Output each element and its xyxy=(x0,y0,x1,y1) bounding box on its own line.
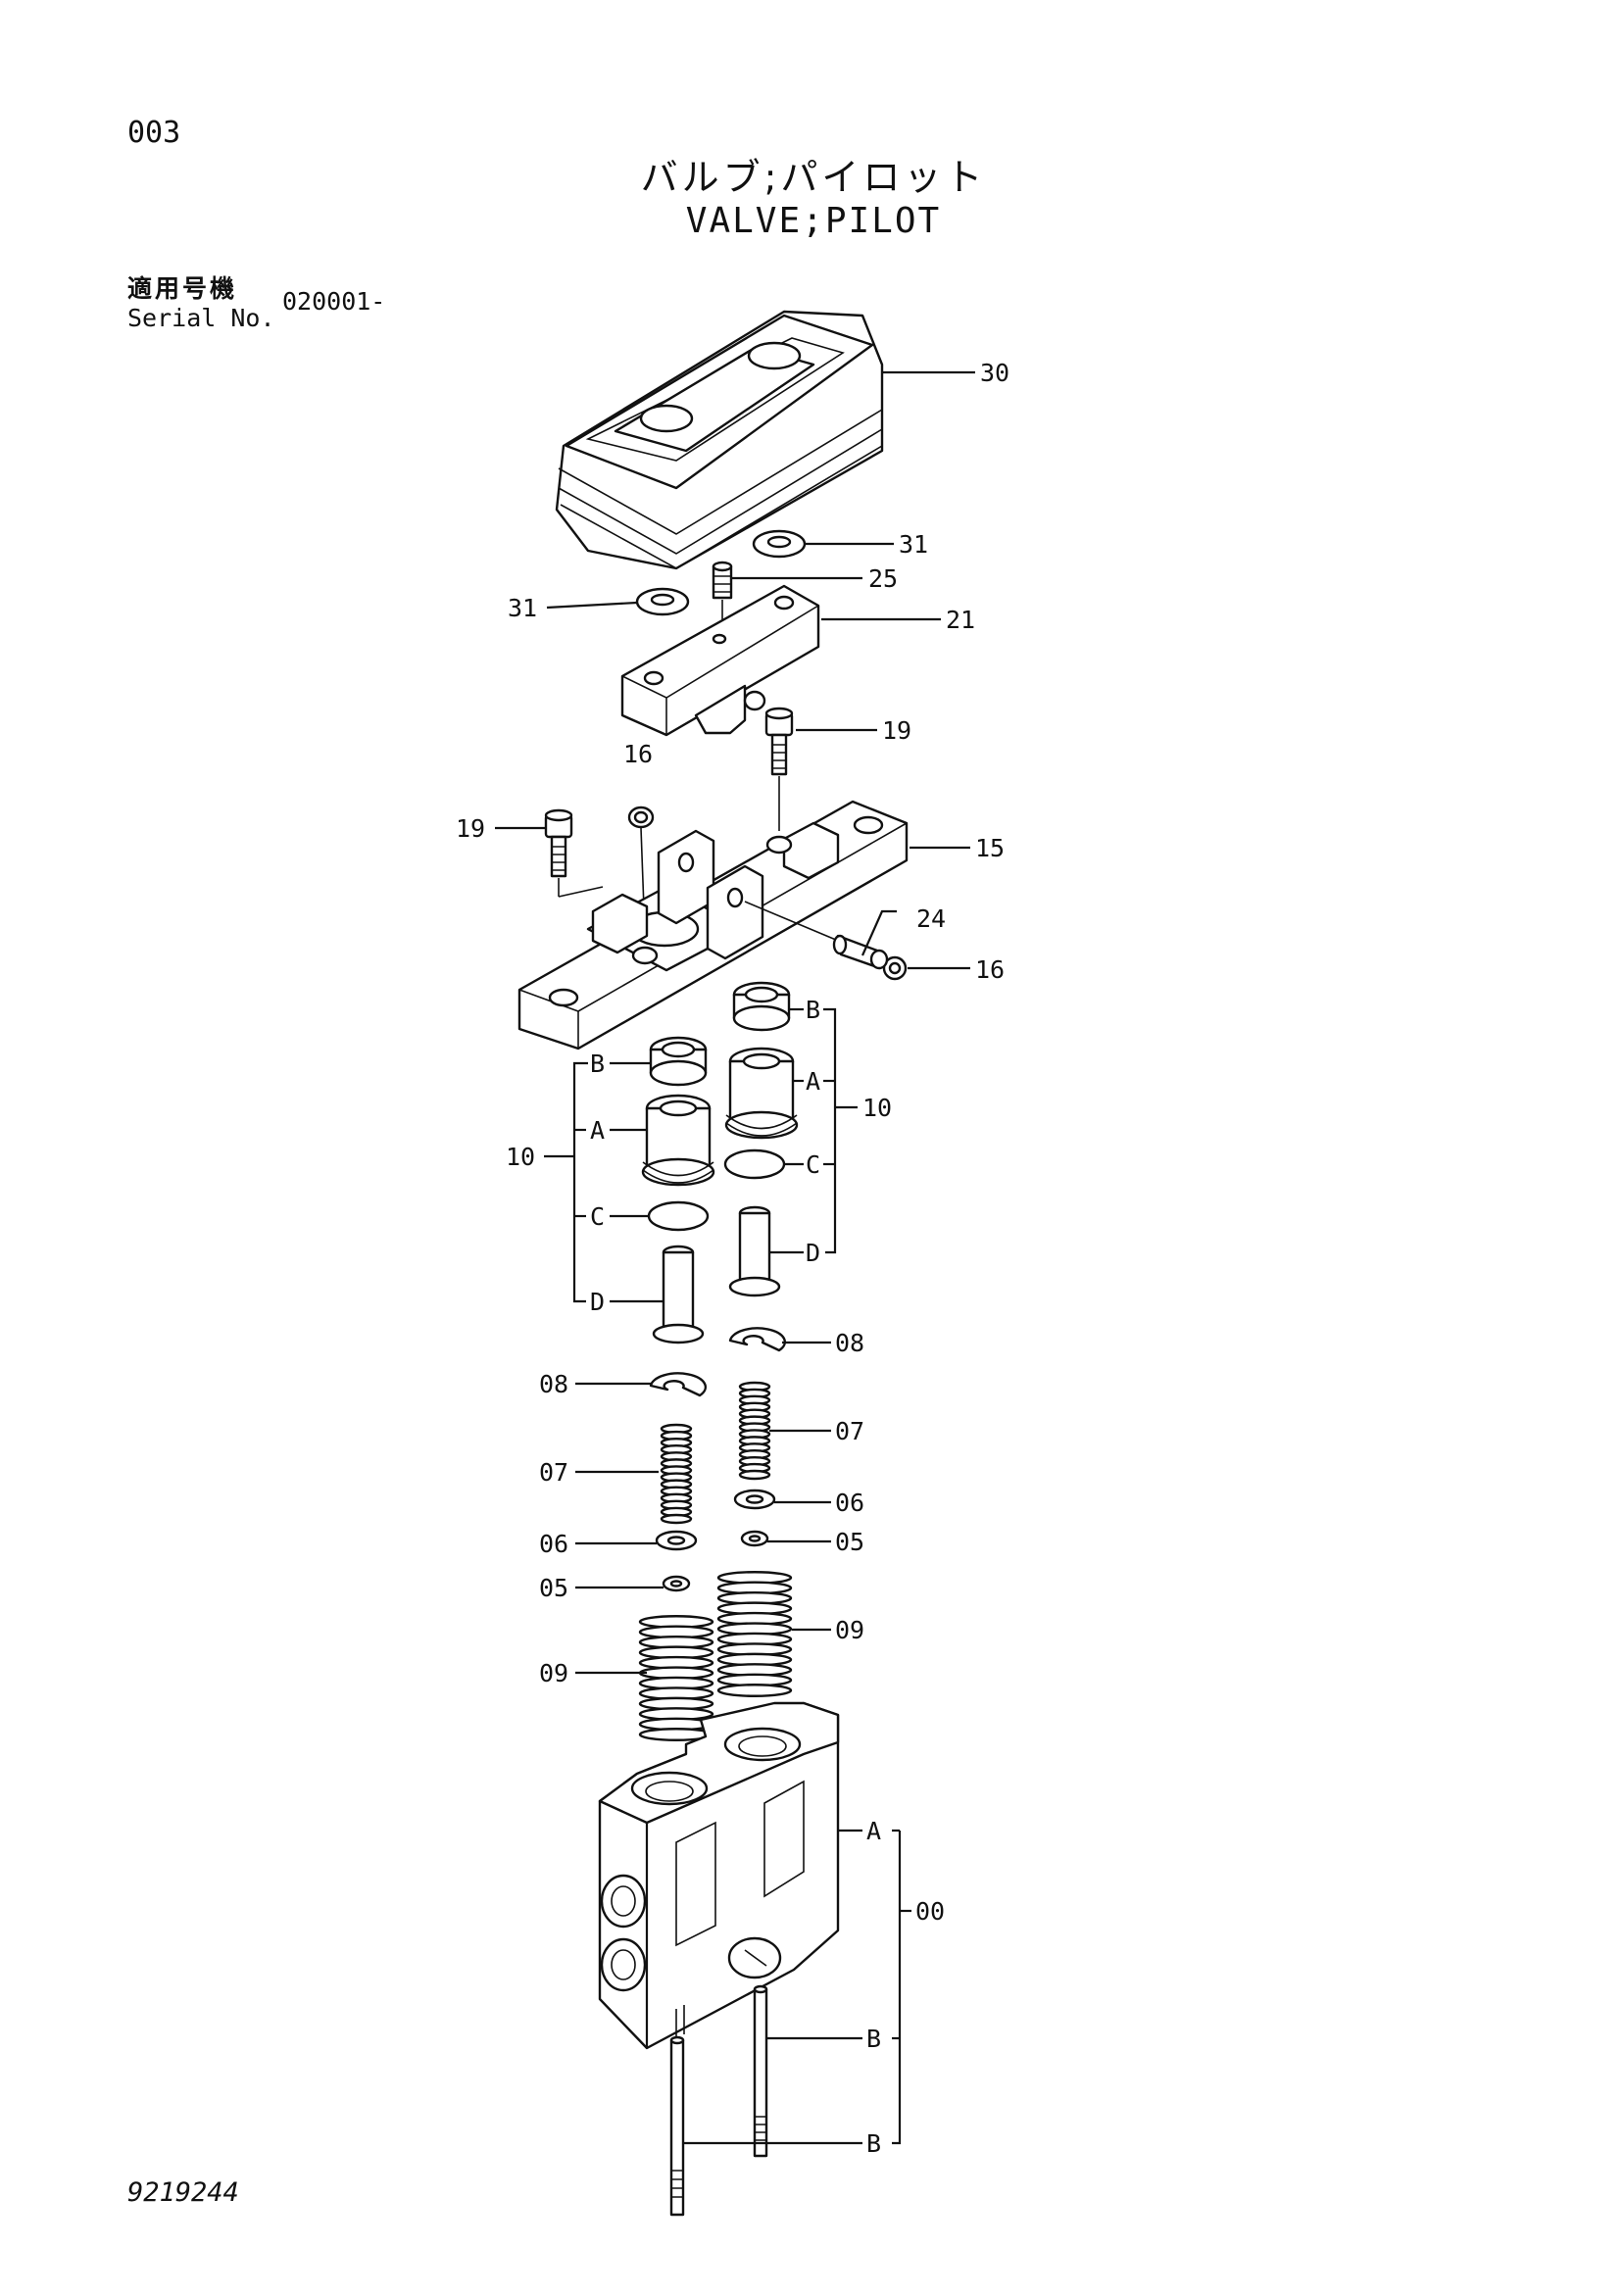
callout-08-left: 08 xyxy=(539,1370,568,1398)
callout-body-b-upper: B xyxy=(866,2025,881,2053)
document-number: 9219244 xyxy=(127,2177,239,2208)
title-english: VALVE;PILOT xyxy=(685,201,942,241)
part-15-plate xyxy=(517,800,909,1050)
part-10-right-d-pushrod xyxy=(728,1205,781,1297)
part-16-plug-left xyxy=(627,806,655,991)
part-07-spring-right xyxy=(738,1381,771,1481)
part-19-bolt-left xyxy=(544,808,604,898)
serial-label-japanese: 適用号機 xyxy=(127,274,238,303)
callout-06-right: 06 xyxy=(835,1489,864,1517)
part-00-b-rod-right xyxy=(753,1984,768,2158)
callout-24: 24 xyxy=(916,904,946,933)
part-30-boot xyxy=(555,310,884,570)
part-16-plug-right xyxy=(882,955,908,981)
part-10-right-c-oring xyxy=(723,1148,786,1180)
callout-25: 25 xyxy=(868,564,898,593)
callout-06-left: 06 xyxy=(539,1530,568,1558)
callout-00: 00 xyxy=(915,1897,945,1926)
callout-19-right: 19 xyxy=(882,716,911,745)
spring-coil xyxy=(716,1684,793,1697)
callout-left-b: B xyxy=(590,1050,605,1078)
callout-15: 15 xyxy=(975,834,1005,862)
callout-left-d: D xyxy=(590,1288,605,1316)
callout-16-left: 16 xyxy=(623,740,653,768)
part-08-spring-seat-left xyxy=(649,1372,708,1397)
callout-left-c: C xyxy=(590,1202,605,1231)
part-05-washer-right xyxy=(740,1530,769,1547)
leader-lines xyxy=(495,370,975,2145)
callout-right-c: C xyxy=(806,1150,820,1179)
callout-right-d: D xyxy=(806,1239,820,1267)
part-10-left-d-pushrod xyxy=(652,1245,705,1344)
callout-05-left: 05 xyxy=(539,1574,568,1602)
serial-label-english: Serial No. xyxy=(127,304,275,332)
part-21-cam-plate xyxy=(620,584,820,737)
callout-21: 21 xyxy=(946,606,975,634)
callout-left-a: A xyxy=(590,1116,605,1145)
part-10-left-b-seal xyxy=(649,1036,708,1087)
callout-right-b: B xyxy=(806,996,820,1024)
callout-30: 30 xyxy=(980,359,1009,387)
callout-31-right: 31 xyxy=(899,530,928,559)
spring-coil xyxy=(738,1469,771,1481)
part-00-valve-body xyxy=(598,1701,840,2050)
callout-05-right: 05 xyxy=(835,1528,864,1556)
part-06-shim-right xyxy=(733,1489,776,1510)
callout-09-right: 09 xyxy=(835,1616,864,1644)
callout-right-a: A xyxy=(806,1067,820,1096)
callout-16-right: 16 xyxy=(975,955,1005,984)
callout-10-right: 10 xyxy=(862,1094,892,1122)
part-25-set-screw xyxy=(712,561,733,632)
callout-07-right: 07 xyxy=(835,1417,864,1445)
callout-10-left: 10 xyxy=(506,1143,535,1171)
callout-labels: 30 31 31 25 21 19 19 16 16 15 24 10 10 B… xyxy=(456,359,1009,2158)
part-31-washer-left xyxy=(635,587,690,616)
callout-07-left: 07 xyxy=(539,1458,568,1487)
callout-19-left: 19 xyxy=(456,814,485,843)
part-07-spring-left xyxy=(660,1423,693,1525)
callout-body-b-lower: B xyxy=(866,2129,881,2158)
part-10-left-a-bushing xyxy=(641,1094,715,1187)
serial-number-range: 020001- xyxy=(282,287,386,316)
spring-coil xyxy=(660,1513,693,1525)
part-31-washer-right xyxy=(752,529,807,559)
part-09-spring-right xyxy=(716,1571,793,1697)
part-10-left-c-oring xyxy=(647,1200,710,1232)
page-number: 003 xyxy=(127,116,181,150)
part-00-b-rod-left xyxy=(669,2035,685,2217)
part-08-spring-seat-right xyxy=(728,1327,787,1352)
callout-body-a: A xyxy=(866,1817,881,1845)
callout-31-left: 31 xyxy=(508,594,537,622)
part-06-shim-left xyxy=(655,1530,698,1551)
title-japanese: バルブ;パイロット xyxy=(640,156,987,199)
part-05-washer-left xyxy=(662,1575,691,1592)
part-10-right-b-seal xyxy=(732,981,791,1032)
part-24-pin xyxy=(744,901,889,970)
part-10-right-a-bushing xyxy=(724,1047,799,1140)
callout-08-right: 08 xyxy=(835,1329,864,1357)
callout-09-left: 09 xyxy=(539,1659,568,1687)
part-19-bolt-right xyxy=(764,707,794,831)
